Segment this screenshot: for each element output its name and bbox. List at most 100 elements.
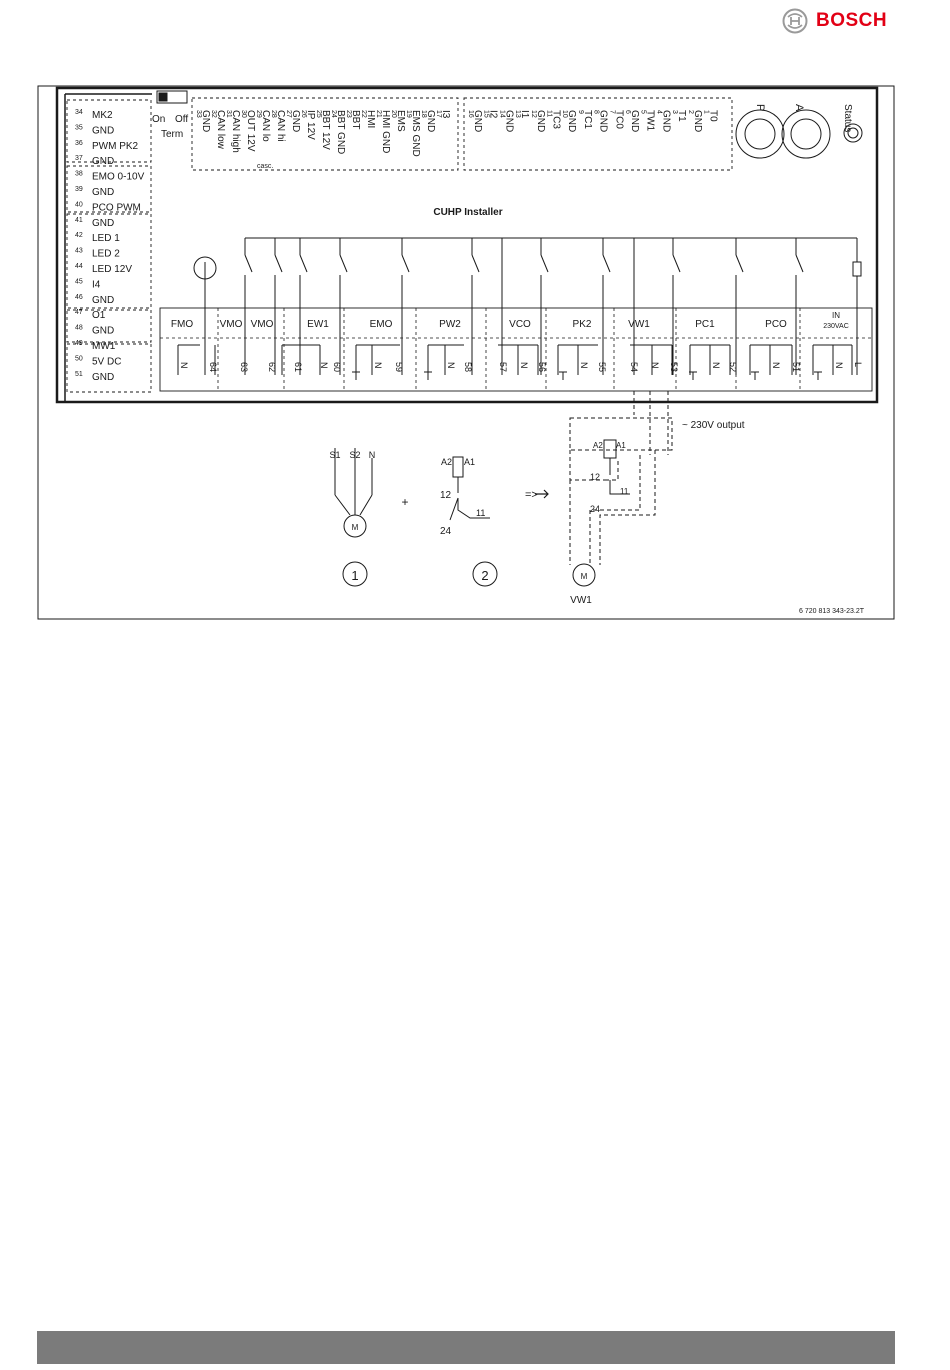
output-note: ~ 230V output [682,420,745,431]
vw1-relay-coil-a2: A2 [593,441,603,450]
left-terminal-number: 37 [75,155,83,162]
left-terminal-label: GND [92,372,114,383]
figure-frame [37,85,895,620]
relay-block-label: PK2 [573,319,592,330]
relay-terminal-label: N [771,362,781,369]
left-terminal-number: 42 [75,232,83,239]
left-terminal-label: GND [92,326,114,337]
relay-terminal-label: 60 [332,362,342,372]
top-terminal-label: I2 [488,110,499,119]
relay-block-label: PW2 [439,319,461,330]
top-terminal-number: 12 [530,110,537,118]
top-terminal-number: 32 [210,110,217,118]
vw1-relay-contact-24: 24 [590,504,600,514]
top-terminal-number: 20 [390,110,397,118]
top-terminal-number: 6 [624,110,631,114]
relay-terminal-label: 64 [208,362,218,372]
top-terminal-label: HMI GND [380,110,391,153]
top-terminal-label: CAN high [230,110,241,153]
bosch-armature-icon [782,8,808,34]
relay-terminal-label: N [834,362,844,369]
dial-label: P [754,104,766,111]
relay-contact-11: 11 [476,508,485,518]
top-terminal-label: I3 [440,110,451,119]
left-terminal-number: 50 [75,355,83,362]
vw1-motor-symbol: M [581,572,588,581]
top-terminal-label: T1 [676,110,687,122]
motor-terminal-label: S2 [349,450,360,460]
top-terminal-number: 17 [435,110,442,118]
left-terminal-label: MK2 [92,110,113,121]
left-terminal-label: GND [92,218,114,229]
plus-sign: + [401,495,408,509]
top-terminal-label: BBT 12V [320,110,331,150]
top-terminal-number: 26 [300,110,307,118]
top-terminal-number: 5 [640,110,647,114]
relay-terminal-label: 59 [394,362,404,372]
relay-terminal-label: 51 [791,362,801,372]
callout-2: 2 [481,568,488,583]
top-terminal-number: 23 [345,110,352,118]
top-terminal-label: BBT [350,110,361,129]
casc-label: casc. [257,163,273,170]
left-terminal-number: 51 [75,371,83,378]
left-terminal-number: 47 [75,309,83,316]
top-terminal-number: 24 [330,110,337,118]
top-terminal-label: IP 12V [305,110,316,140]
relay-contact-24: 24 [440,526,452,537]
top-terminal-label: GND [660,110,671,132]
top-terminal-number: 27 [285,110,292,118]
left-terminal-label: GND [92,187,114,198]
relay-contact-12: 12 [440,490,452,501]
relay-terminal-label: 54 [629,362,639,372]
top-terminal-number: 16 [467,110,474,118]
left-terminal-label: GND [92,295,114,306]
relay-terminal-label: 63 [239,362,249,372]
top-terminal-label: TC3 [551,110,562,129]
vw1-relay-coil-a1: A1 [616,441,626,450]
brand-name: BOSCH [816,10,888,31]
left-terminal-label: 5V DC [92,356,121,367]
top-terminal-label: GND [535,110,546,132]
top-terminal-number: 33 [195,110,202,118]
status-label: Status [842,104,853,132]
top-terminal-number: 29 [255,110,262,118]
top-terminal-label: CAN low [215,110,226,150]
top-terminal-label: GND [692,110,703,132]
top-terminal-label: CAN lo [260,110,271,142]
term-switch-on-label: On [152,114,165,125]
relay-block-label: VW1 [628,319,650,330]
top-terminal-label: OUT 12V [245,110,256,152]
relay-block-label: VMO [251,319,274,330]
left-terminal-label: EMO 0-10V [92,172,145,183]
relay-block-label: PCO [765,319,787,330]
relay-terminal-label: N [179,362,189,369]
relay-terminal-label: 55 [597,362,607,372]
top-terminal-number: 10 [561,110,568,118]
dial-label: A [793,104,805,112]
relay-terminal-label: N [650,362,660,369]
top-terminal-label: TW1 [645,110,656,132]
left-terminal-number: 49 [75,340,83,347]
callout-1: 1 [351,568,358,583]
left-terminal-label: LED 1 [92,233,120,244]
top-terminal-label: GND [472,110,483,132]
left-terminal-label: PCO PWM [92,202,141,213]
relay-block-label: VCO [509,319,531,330]
footer-bar [37,1331,895,1364]
top-terminal-number: 2 [687,110,694,114]
relay-terminal-label: 57 [498,362,508,372]
relay-coil-a2: A2 [441,457,452,467]
top-terminal-number: 11 [546,110,553,117]
relay-block-label: EW1 [307,319,329,330]
left-terminal-label: O1 [92,310,106,321]
left-terminal-label: GND [92,125,114,136]
top-terminal-number: 1 [703,110,710,114]
left-terminal-label: PWM PK2 [92,141,139,152]
top-terminal-number: 13 [514,110,521,118]
board-title: CUHP Installer [433,207,502,218]
top-terminal-number: 3 [671,110,678,114]
left-terminal-label: GND [92,156,114,167]
relay-terminal-label: N [373,362,383,369]
top-terminal-number: 30 [240,110,247,118]
